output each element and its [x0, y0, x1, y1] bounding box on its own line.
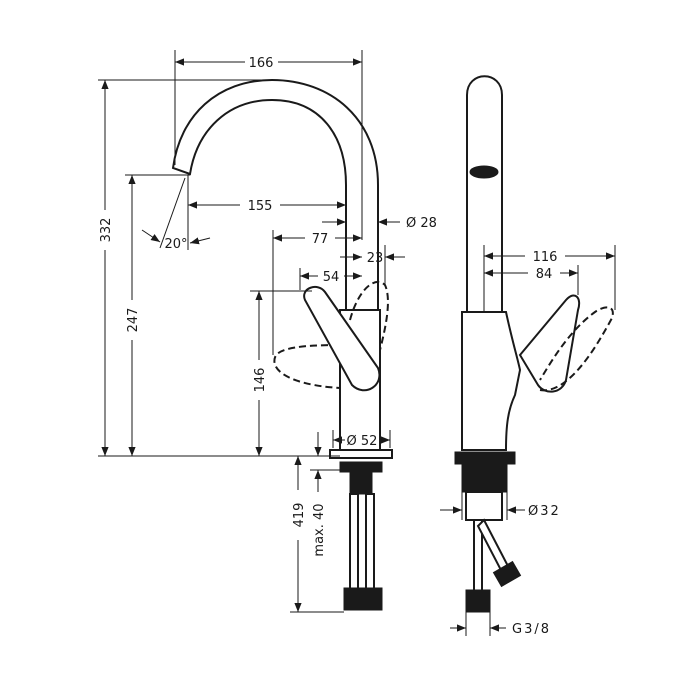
dimension-labels: 166 332 155 20° Ø 28 77 23 54 247 146 Ø … — [99, 56, 561, 637]
lever — [303, 285, 381, 392]
side-lever-open-outline — [539, 306, 614, 392]
dim-outlet-height: 247 — [126, 308, 141, 333]
dim-lever-offset: 23 — [367, 251, 384, 266]
side-nut — [454, 451, 516, 465]
dim-lever-reach: 54 — [323, 270, 340, 285]
shank — [349, 471, 373, 495]
dim-base-diameter: Ø 52 — [347, 434, 378, 449]
hose-fitting-right — [361, 587, 383, 611]
dim-side-lever-reach: 84 — [536, 267, 553, 282]
side-hose-fitting — [465, 589, 491, 613]
side-spout — [466, 75, 503, 313]
side-lower-body — [465, 491, 503, 521]
dim-side-lever-open: 116 — [533, 250, 558, 265]
dim-max-thickness: max. 40 — [312, 503, 327, 556]
mounting-nut — [339, 461, 383, 473]
side-hose-fitting-angled — [492, 560, 522, 588]
dim-total-height: 332 — [99, 218, 114, 243]
dim-lever-height: 146 — [253, 368, 268, 393]
base-plate — [329, 449, 393, 459]
dim-spout-reach: 166 — [249, 56, 274, 71]
hose-fitting-left — [343, 587, 365, 611]
dim-outlet-reach: 155 — [248, 199, 273, 214]
dim-connection-thread: G3/8 — [512, 622, 551, 637]
dim-supply-length: 419 — [292, 503, 307, 528]
dim-spout-diameter: Ø 28 — [406, 216, 437, 231]
spout-outlet — [469, 165, 499, 179]
dim-shank-diameter: Ø32 — [528, 504, 561, 519]
side-view — [454, 75, 614, 613]
dimension-lines — [98, 50, 616, 636]
lever-open-outline — [273, 344, 351, 389]
supply-hose-left — [349, 493, 359, 591]
dim-spout-angle: 20° — [164, 237, 187, 252]
side-body — [461, 311, 522, 451]
supply-hose-right — [365, 493, 375, 591]
front-view — [171, 78, 393, 611]
dim-lever-reach-open: 77 — [312, 232, 329, 247]
side-shank — [461, 463, 508, 493]
spout — [171, 78, 379, 313]
